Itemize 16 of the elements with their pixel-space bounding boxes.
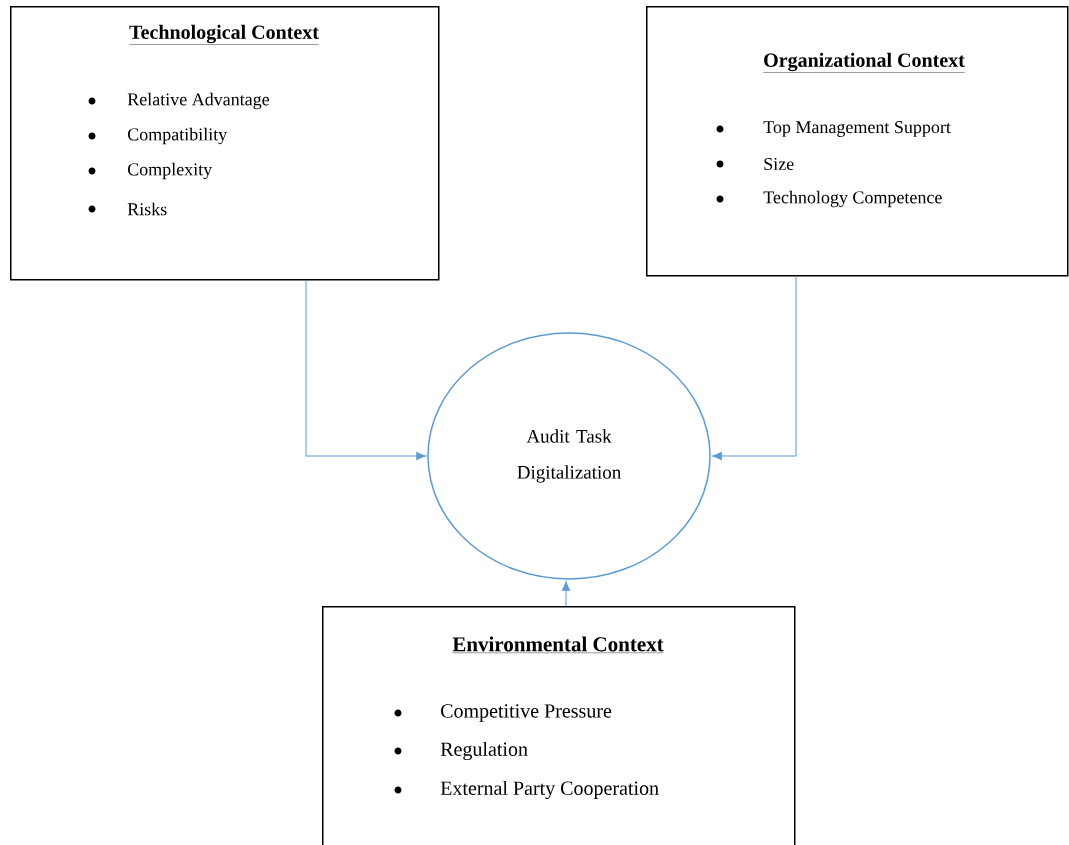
bullet-item: Relative Advantage [88, 92, 270, 110]
bullet-item: Complexity [88, 162, 213, 180]
arrow [712, 276, 797, 461]
bullet-item: Compatibility [88, 127, 228, 145]
box-heading: Organizational Context [762, 52, 966, 73]
arrow [305, 280, 426, 461]
bullet-item: Competitive Pressure [394, 704, 612, 722]
box-heading: Technological Context [128, 24, 320, 45]
bullet-item: Technology Competence [716, 190, 942, 208]
bullet-item: External Party Cooperation [394, 780, 659, 800]
box-heading: Environmental Context [452, 636, 664, 653]
arrow [561, 581, 571, 607]
bullet-item: Top Management Support [716, 121, 951, 137]
bullet-item: Risks [88, 202, 167, 216]
bullet-item: Regulation [394, 741, 528, 761]
bullet-item: Size [716, 157, 794, 171]
